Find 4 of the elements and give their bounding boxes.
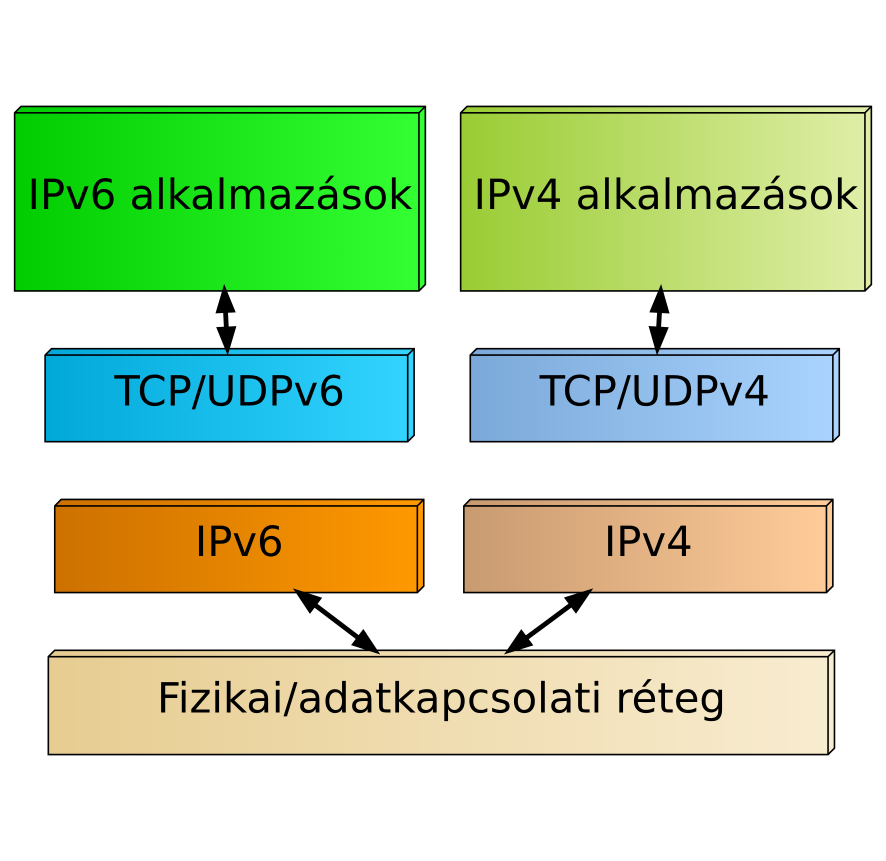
arrow: [215, 284, 236, 356]
arrow: [648, 284, 670, 356]
arrow: [292, 588, 380, 654]
arrow: [504, 588, 594, 654]
